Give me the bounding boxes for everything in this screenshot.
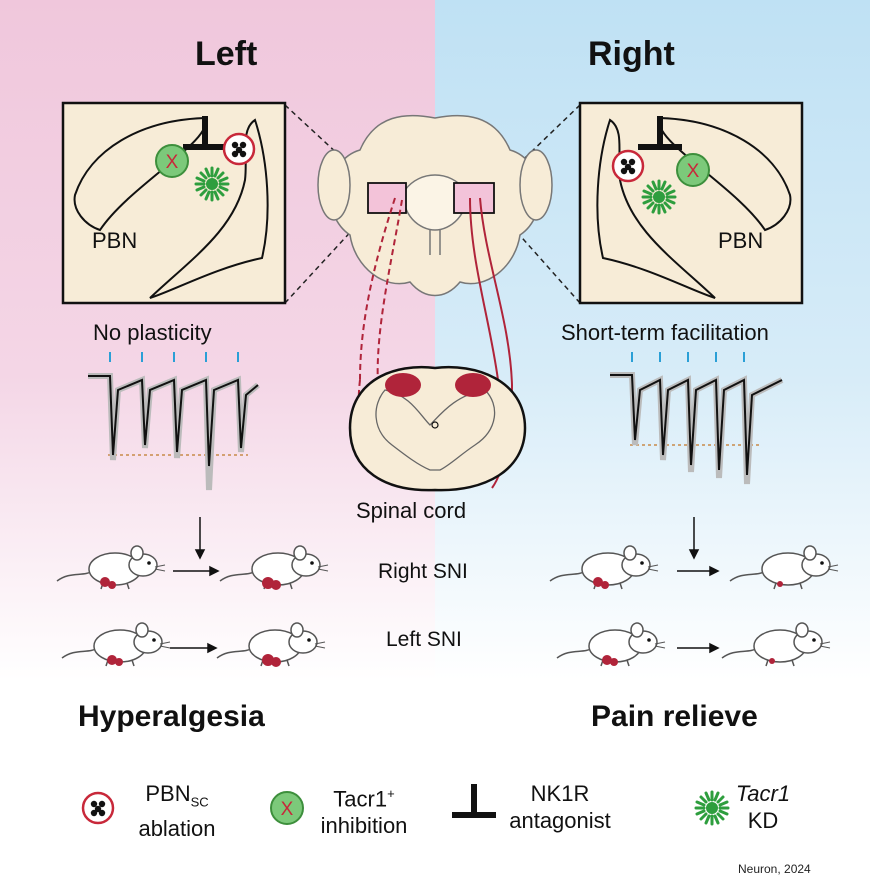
spinal-cord-section — [348, 365, 527, 492]
ablation-icon — [222, 132, 256, 166]
right-title: Right — [588, 35, 675, 73]
left-sni-label: Left SNI — [386, 628, 462, 651]
legend-inhibition: Tacr1+ inhibition — [320, 786, 408, 839]
knockdown-icon — [694, 790, 730, 826]
right-recording-trace — [610, 352, 784, 485]
right-sni-label: Right SNI — [378, 560, 468, 583]
ablation-icon — [611, 149, 645, 183]
spinal-cord-label: Spinal cord — [356, 498, 467, 523]
left-pbn-panel: PBN — [61, 101, 287, 305]
inhibition-icon — [155, 144, 189, 178]
knockdown-icon — [641, 179, 677, 215]
arrows — [170, 517, 720, 654]
brainstem-section — [317, 114, 553, 297]
right-recording-label: Short-term facilitation — [561, 320, 769, 345]
antagonist-icon — [452, 784, 496, 818]
right-pbn-panel: PBN — [578, 101, 804, 305]
legend-ablation: PBNSC ablation — [138, 781, 216, 842]
inhibition-icon — [270, 791, 304, 825]
credit-text: Neuron, 2024 — [738, 862, 811, 876]
left-pbn-label: PBN — [92, 228, 137, 253]
left-recording-trace — [88, 352, 260, 491]
left-recording-label: No plasticity — [93, 320, 212, 345]
left-pbn-box — [367, 182, 407, 214]
left-title: Left — [195, 35, 258, 73]
legend-antagonist: NK1R antagonist — [509, 781, 611, 833]
right-pbn-label: PBN — [718, 228, 763, 253]
mouse-icons — [56, 545, 839, 667]
inhibition-icon — [676, 153, 710, 187]
ablation-icon — [81, 791, 115, 825]
knockdown-icon — [194, 166, 230, 202]
legend-knockdown: Tacr1 KD — [735, 781, 791, 833]
right-outcome: Pain relieve — [591, 700, 758, 733]
left-outcome: Hyperalgesia — [78, 700, 265, 733]
right-pbn-box — [453, 182, 495, 214]
